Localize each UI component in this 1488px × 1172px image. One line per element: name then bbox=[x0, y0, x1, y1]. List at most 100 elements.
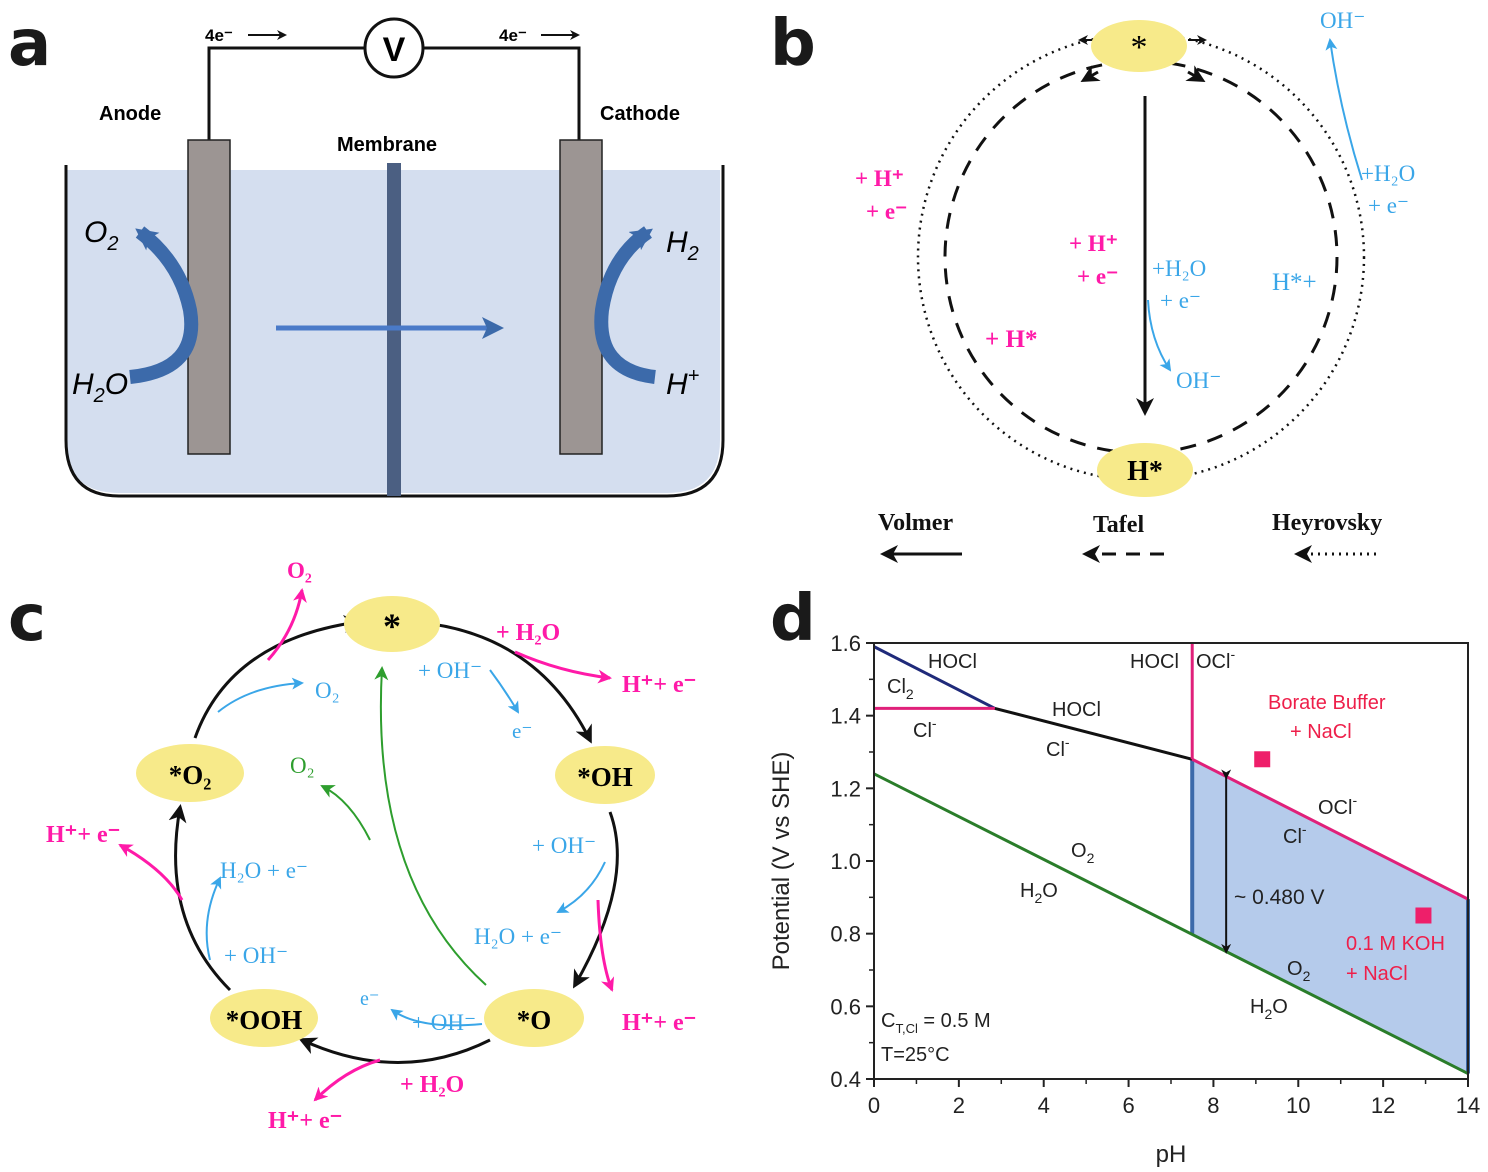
marker-point-2 bbox=[1415, 907, 1432, 924]
x-tick-label: 6 bbox=[1122, 1093, 1134, 1118]
label-koh-nacl: + NaCl bbox=[1346, 963, 1408, 985]
anode-electrode bbox=[187, 139, 231, 455]
c-right-h-e: H⁺+ e⁻ bbox=[622, 1010, 696, 1036]
panel-letter-c: c bbox=[8, 582, 46, 656]
c-green-o2: O₂ bbox=[290, 753, 315, 778]
panel-b: b * H* + H⁺ + e⁻ + H* + H⁺ + e⁻ +H₂O + e… bbox=[770, 7, 1415, 563]
marker-point-1 bbox=[1254, 751, 1271, 768]
cathode-electrode bbox=[559, 139, 603, 455]
membrane-label: Membrane bbox=[337, 134, 437, 156]
c-node-ooh bbox=[210, 989, 318, 1047]
c-cycle-o2-to-star bbox=[193, 615, 362, 739]
c-node-oh-label: *OH bbox=[577, 762, 633, 792]
electron-flow-right: 4e⁻ bbox=[499, 26, 527, 45]
b-center-e-blue: + e⁻ bbox=[1160, 288, 1201, 313]
heyrovsky-cycle bbox=[916, 32, 1366, 482]
c-right-oh-blue: + OH⁻ bbox=[532, 833, 596, 858]
x-tick-label: 10 bbox=[1286, 1093, 1310, 1118]
c-cycle-oh-to-o bbox=[573, 811, 619, 989]
c-mag-bottom-arrow bbox=[313, 1058, 381, 1102]
legend-volmer-label: Volmer bbox=[878, 510, 953, 536]
c-green-arrow-to-o2 bbox=[320, 785, 371, 841]
node-hstar bbox=[1097, 443, 1193, 497]
c-left-h-e: H⁺+ e⁻ bbox=[46, 822, 120, 848]
panel-letter-b: b bbox=[770, 7, 816, 81]
label-borate-buffer: Borate Buffer bbox=[1268, 692, 1386, 714]
h2o-label: H2O bbox=[72, 368, 128, 407]
tafel-arrow-right bbox=[1185, 65, 1206, 82]
label-ocl-top: OCl- bbox=[1196, 646, 1235, 673]
x-tick-label: 8 bbox=[1207, 1093, 1219, 1118]
b-right-oh-arrow bbox=[1325, 38, 1363, 181]
c-top-h2o: + H₂O bbox=[496, 620, 560, 646]
wire-right bbox=[424, 46, 581, 140]
c-top-h-e: H⁺+ e⁻ bbox=[622, 672, 696, 698]
c-blue-top-left-arrow bbox=[217, 677, 304, 713]
x-tick-label: 4 bbox=[1038, 1093, 1050, 1118]
label-o2-right: O2 bbox=[1287, 958, 1311, 984]
label-total-chloride: CT,Cl = 0.5 M bbox=[881, 1010, 991, 1036]
panel-letter-a: a bbox=[8, 7, 51, 81]
voltmeter-label: V bbox=[383, 31, 406, 69]
label-cl2: Cl2 bbox=[887, 676, 914, 702]
c-green-arrow-to-star bbox=[374, 666, 487, 986]
b-right-e: + e⁻ bbox=[1368, 193, 1409, 218]
node-hstar-label: H* bbox=[1127, 456, 1163, 487]
c-mag-o2-arrow bbox=[266, 588, 307, 662]
node-star-label: * bbox=[1131, 29, 1148, 66]
label-o2-left: O2 bbox=[1071, 840, 1095, 866]
x-tick-label: 12 bbox=[1371, 1093, 1395, 1118]
hplus-label: H+ bbox=[666, 365, 699, 401]
label-hocl-top: HOCl bbox=[1130, 651, 1179, 673]
c-top-o2: O₂ bbox=[287, 558, 312, 583]
c-bottom-e-blue: e⁻ bbox=[360, 988, 379, 1010]
c-blue-left-arrow bbox=[205, 876, 222, 961]
legend-tafel-label: Tafel bbox=[1093, 512, 1144, 538]
y-tick-label: 1.6 bbox=[830, 631, 861, 656]
c-top-e-blue: e⁻ bbox=[512, 719, 532, 743]
b-right-oh: OH⁻ bbox=[1320, 8, 1365, 33]
y-tick-label: 0.4 bbox=[830, 1067, 861, 1092]
c-node-o2 bbox=[136, 744, 244, 802]
x-axis-label: pH bbox=[1156, 1141, 1187, 1168]
label-h2o-right: H2O bbox=[1250, 996, 1288, 1022]
c-blue-top-right-arrow bbox=[489, 669, 520, 714]
b-center-h2o: +H₂O bbox=[1152, 256, 1206, 281]
b-center-e: + e⁻ bbox=[1077, 264, 1118, 289]
b-left-e: + e⁻ bbox=[866, 199, 907, 224]
c-top-o2-blue: O₂ bbox=[315, 678, 340, 703]
c-mag-right-arrow bbox=[596, 899, 615, 992]
panel-c: c O₂ * *OH *O *OOH *O₂ O₂ + H₂O H⁺+ e⁻ H… bbox=[8, 558, 696, 1134]
label-h2o-left: H2O bbox=[1020, 880, 1058, 906]
y-tick-label: 1.0 bbox=[830, 849, 861, 874]
c-blue-right-arrow bbox=[556, 861, 606, 913]
cathode-reaction-arrow bbox=[594, 226, 657, 384]
label-cl-minus-left: Cl- bbox=[913, 715, 937, 742]
y-axis-label: Potential (V vs SHE) bbox=[768, 752, 795, 971]
c-mag-left-arrow bbox=[118, 843, 184, 901]
b-center-oh: OH⁻ bbox=[1176, 368, 1221, 393]
node-star bbox=[1091, 20, 1187, 72]
beaker-outline bbox=[64, 165, 725, 498]
boundary-line-5 bbox=[1191, 757, 1469, 901]
label-koh: 0.1 M KOH bbox=[1346, 933, 1445, 955]
c-node-o-label: *O bbox=[517, 1005, 552, 1035]
c-right-h2o-e: H₂O + e⁻ bbox=[474, 924, 562, 949]
c-node-oh bbox=[555, 746, 655, 804]
x-tick-label: 14 bbox=[1456, 1093, 1480, 1118]
h2-label: H2 bbox=[666, 226, 699, 265]
b-left-hplus: + H⁺ bbox=[855, 166, 904, 191]
stability-region bbox=[1192, 759, 1468, 1074]
tafel-arrow-left bbox=[1080, 65, 1101, 82]
o2-label: O2 bbox=[84, 216, 118, 255]
cathode-label: Cathode bbox=[600, 103, 680, 125]
c-bottom-h2o: + H₂O bbox=[400, 1072, 464, 1098]
b-center-oh-arrow bbox=[1147, 299, 1172, 372]
anode-reaction-arrow bbox=[129, 226, 199, 384]
electron-flow-left: 4e⁻ bbox=[205, 26, 233, 45]
c-node-ooh-label: *OOH bbox=[226, 1005, 303, 1035]
anode-label: Anode bbox=[99, 103, 161, 125]
